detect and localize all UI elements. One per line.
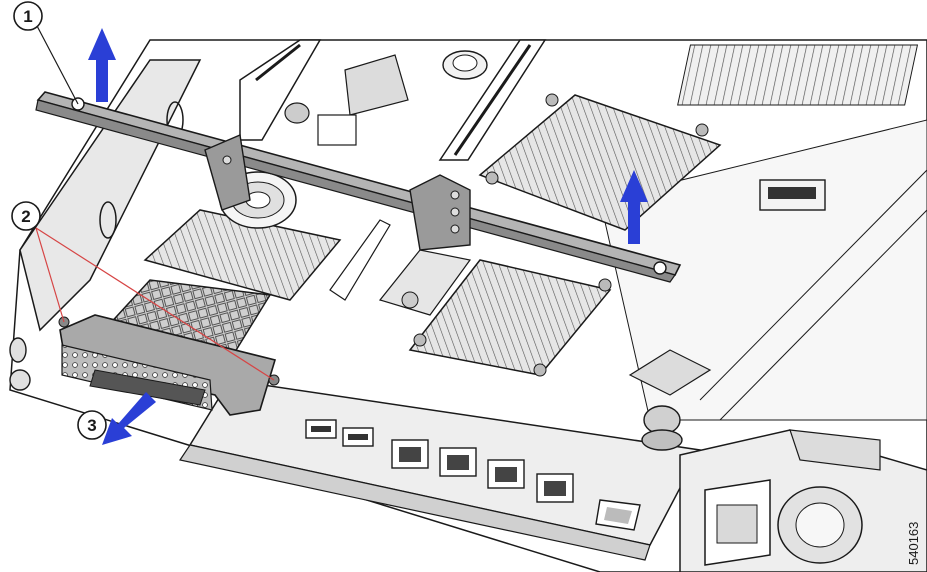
usb-port-1	[305, 419, 337, 439]
bracket-screws	[9, 316, 280, 391]
thumb-screw	[641, 405, 683, 451]
vga-port	[595, 499, 641, 531]
ethernet-port-3	[487, 459, 525, 489]
figure-id: 540163	[906, 522, 921, 565]
lift-arrow-left	[88, 28, 116, 102]
heatsink-left	[143, 209, 342, 301]
lift-arrow-right	[620, 170, 648, 244]
pull-arrow	[102, 392, 156, 445]
daughter-board	[378, 249, 472, 316]
ethernet-port-4	[536, 473, 574, 503]
internal-connector	[759, 179, 826, 211]
rear-riser-bracket	[59, 314, 277, 416]
power-supply	[679, 429, 927, 572]
callout-3-label: 3	[87, 416, 96, 435]
callout-3: 3	[77, 410, 107, 440]
callout-leaders	[35, 23, 275, 381]
chip	[628, 349, 712, 396]
callout-2: 2	[11, 201, 41, 231]
rear-ports	[305, 419, 641, 531]
ethernet-port-2	[439, 447, 477, 477]
air-baffle-bar	[35, 91, 682, 283]
riser-card-slots	[239, 39, 547, 301]
battery-holder	[442, 50, 488, 80]
heatsink-lower	[408, 259, 612, 377]
callout-1: 1	[13, 1, 43, 31]
callout-2-label: 2	[21, 207, 30, 226]
usb-port-2	[342, 427, 374, 447]
dimm-slots	[677, 44, 919, 106]
connector-module	[284, 54, 409, 146]
heatsink-upper	[478, 93, 722, 231]
callout-1-label: 1	[23, 7, 32, 26]
ethernet-port-1	[391, 439, 429, 469]
